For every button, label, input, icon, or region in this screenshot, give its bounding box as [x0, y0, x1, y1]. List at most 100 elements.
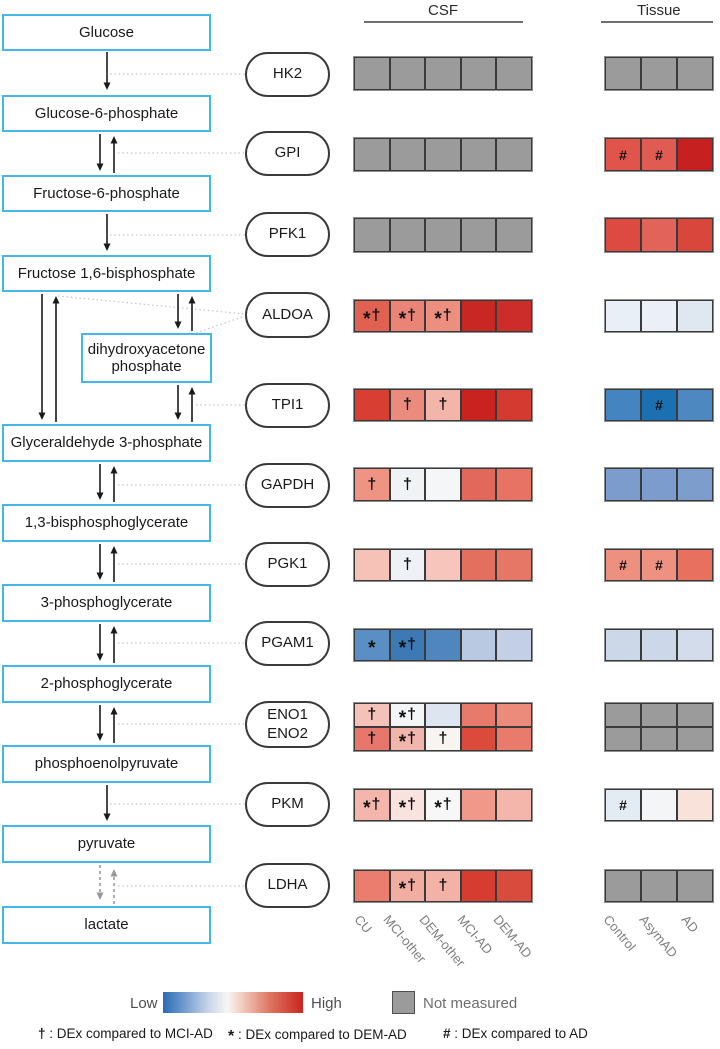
hash-symbol: #	[655, 146, 663, 163]
not-measured-cell	[605, 727, 641, 751]
heatmap-cell	[641, 789, 677, 821]
heatmap-cell: *†	[389, 789, 426, 821]
asterisk-symbol: *	[398, 797, 407, 819]
not-measured-cell	[641, 727, 677, 751]
footnote-text: : DEx compared to MCI-AD	[49, 1026, 213, 1041]
heatmap-cell: #	[641, 389, 677, 421]
heatmap-cell: *†	[425, 789, 461, 821]
csf-heatmap-row-pfk1	[353, 217, 533, 253]
tissue-heatmap-row-tpi1: #	[604, 388, 714, 422]
heatmap-cell: #	[605, 789, 641, 821]
heatmap-cell	[460, 300, 497, 332]
heatmap-cell: *†	[389, 629, 426, 661]
heatmap-cell	[425, 703, 461, 727]
heatmap-cell: #	[641, 549, 677, 581]
csf-column-label-cu: CU	[351, 912, 376, 937]
heatmap-cell	[677, 789, 713, 821]
enzyme-oval-tpi1: TPI1	[245, 383, 330, 428]
asterisk-symbol: *	[398, 878, 407, 900]
heatmap-cell	[641, 629, 677, 661]
hash-symbol: #	[619, 557, 627, 573]
metabolite-box-glucose-6-phosphate: Glucose-6-phosphate	[2, 95, 211, 132]
dagger-symbol: †	[407, 796, 417, 813]
enzyme-oval-hk2: HK2	[245, 52, 330, 97]
hash-symbol: #	[619, 797, 627, 813]
dagger-symbol: †	[438, 396, 448, 413]
csf-heatmap-row-eno: †*††*††	[353, 702, 533, 752]
enzyme-oval-pgam1: PGAM1	[245, 621, 330, 666]
enzyme-oval-pfk1: PFK1	[245, 212, 330, 257]
hash-symbol: #	[443, 1026, 451, 1041]
not-measured-cell	[496, 218, 532, 252]
heatmap-cell: †	[425, 727, 461, 751]
footnote-text: : DEx compared to DEM-AD	[238, 1027, 407, 1042]
asterisk-symbol: *	[398, 637, 407, 659]
metabolite-box-phosphoenolpyruvate: phosphoenolpyruvate	[2, 745, 211, 783]
dagger-symbol: †	[402, 396, 412, 413]
heatmap-cell	[496, 870, 532, 902]
heatmap-cell	[641, 218, 677, 252]
heatmap-cell	[641, 300, 677, 332]
enzyme-label: ALDOA	[262, 305, 313, 323]
enzyme-label: ENO1	[267, 705, 308, 723]
metabolite-box-fructose-6-phosphate: Fructose-6-phosphate	[2, 175, 211, 212]
tissue-heatmap-row-gpi: ##	[604, 137, 714, 172]
metabolite-box-glucose: Glucose	[2, 14, 211, 51]
not-measured-cell	[425, 218, 461, 252]
heatmap-cell: †	[354, 703, 390, 727]
heatmap-cell	[354, 389, 390, 421]
heatmap-cell	[496, 789, 532, 821]
heatmap-cell	[605, 389, 641, 421]
heatmap-cell: *	[354, 629, 390, 661]
not-measured-cell	[496, 57, 532, 90]
heatmap-cell	[605, 629, 641, 661]
not-measured-cell	[354, 57, 390, 90]
pyruvate-lactate-arrows	[96, 865, 118, 904]
asterisk-symbol: *	[228, 1028, 235, 1045]
asterisk-symbol: *	[398, 308, 407, 330]
csf-heatmap-row-hk2	[353, 56, 533, 91]
enzyme-label: PGAM1	[261, 634, 314, 652]
tissue-header: Tissue	[637, 2, 681, 19]
not-measured-cell	[389, 57, 426, 90]
heatmap-cell: *†	[354, 300, 390, 332]
footnote-text: : DEx compared to AD	[454, 1026, 588, 1041]
tissue-heatmap-row-gapdh	[604, 467, 714, 502]
legend-not-measured-label: Not measured	[423, 995, 518, 1012]
tissue-heatmap-row-hk2	[604, 56, 714, 91]
csf-heatmap-row-pgk1: †	[353, 548, 533, 582]
not-measured-cell	[641, 703, 677, 727]
not-measured-cell	[425, 57, 461, 90]
heatmap-cell	[677, 389, 713, 421]
csf-heatmap-row-pgam1: **†	[353, 628, 533, 662]
asterisk-symbol: *	[398, 707, 407, 729]
enzyme-oval-pgk1: PGK1	[245, 542, 330, 587]
heatmap-cell	[496, 703, 532, 727]
dagger-symbol: †	[407, 730, 417, 747]
csf-heatmap-row-gpi	[353, 137, 533, 172]
heatmap-cell: †	[389, 468, 426, 501]
heatmap-cell	[425, 468, 461, 501]
enzyme-oval-eno1-eno2: ENO1 ENO2	[245, 701, 330, 748]
heatmap-cell: *†	[389, 727, 426, 752]
dagger-symbol: †	[438, 877, 448, 894]
not-measured-cell	[460, 57, 497, 90]
heatmap-cell	[496, 727, 532, 751]
csf-heatmap-row-aldoa: *†*†*†	[353, 299, 533, 333]
not-measured-cell	[460, 218, 497, 252]
csf-header-underline	[364, 21, 523, 23]
heatmap-cell	[425, 629, 461, 661]
tissue-heatmap-row-pgam1	[604, 628, 714, 662]
heatmap-cell: †	[425, 389, 461, 421]
asterisk-symbol: *	[434, 308, 442, 330]
csf-column-label-dem-ad: DEM-AD	[490, 912, 535, 961]
enzyme-label: PFK1	[268, 225, 307, 243]
heatmap-cell	[677, 629, 713, 661]
dagger-symbol: †	[438, 730, 448, 747]
dagger-symbol: †	[402, 556, 412, 573]
metabolite-box-pyruvate: pyruvate	[2, 825, 211, 863]
csf-header: CSF	[428, 2, 458, 19]
footnote-hash: # : DEx compared to AD	[443, 1026, 588, 1041]
enzyme-label: GPI	[274, 144, 301, 162]
heatmap-cell: #	[605, 138, 641, 171]
